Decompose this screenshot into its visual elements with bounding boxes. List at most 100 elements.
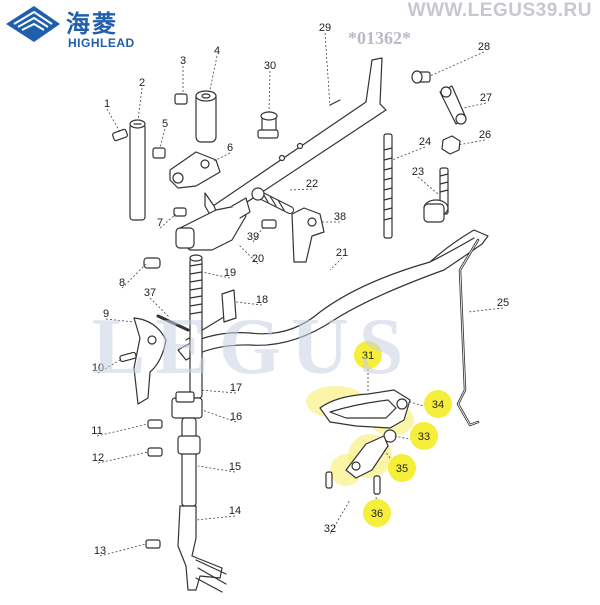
leader-line-9 xyxy=(105,318,135,323)
leader-line-24 xyxy=(391,146,426,161)
part-38-bracket xyxy=(291,207,325,263)
callout-highlight-36 xyxy=(363,499,391,527)
leader-line-30 xyxy=(268,70,271,113)
callout-highlight-31 xyxy=(354,341,382,369)
part-23-stud xyxy=(423,167,449,223)
leader-lines xyxy=(96,32,504,557)
callout-label-1: 1 xyxy=(104,98,110,110)
part-14-foot xyxy=(177,505,227,593)
callout-label-10: 10 xyxy=(92,362,104,374)
part-11-screw xyxy=(147,419,163,429)
callout-label-19: 19 xyxy=(224,267,236,279)
part-3-screw xyxy=(174,93,188,105)
callout-label-35: 35 xyxy=(396,463,408,475)
highlead-logo-icon xyxy=(6,6,60,42)
leader-line-4 xyxy=(209,55,218,91)
leader-line-2 xyxy=(137,87,143,121)
part-15-lower-shaft xyxy=(177,417,201,507)
part-36-screw xyxy=(373,475,381,495)
callout-label-12: 12 xyxy=(92,452,104,464)
part-24-stud xyxy=(383,133,393,239)
leader-line-14 xyxy=(195,515,236,521)
callout-label-25: 25 xyxy=(497,297,509,309)
callout-label-29: 29 xyxy=(319,22,331,34)
callout-label-16: 16 xyxy=(230,411,242,423)
part-18-small-bracket xyxy=(221,289,237,323)
part-39-screw xyxy=(261,219,277,229)
callout-label-32: 32 xyxy=(324,523,336,535)
leader-line-20 xyxy=(237,243,259,265)
callout-label-26: 26 xyxy=(479,129,491,141)
leader-line-39 xyxy=(252,225,265,243)
callout-label-4: 4 xyxy=(214,45,220,57)
callout-label-31: 31 xyxy=(362,350,374,362)
callout-label-3: 3 xyxy=(180,55,186,67)
leader-line-7 xyxy=(159,213,177,229)
part-12-screw xyxy=(147,447,163,457)
leader-line-25 xyxy=(467,307,504,313)
part-28-screw xyxy=(411,70,431,84)
callout-label-21: 21 xyxy=(336,247,348,259)
callout-label-20: 20 xyxy=(252,253,264,265)
callout-label-17: 17 xyxy=(230,382,242,394)
callout-highlight-33 xyxy=(410,422,438,450)
callout-label-8: 8 xyxy=(119,277,125,289)
part-35-link xyxy=(345,429,397,479)
leader-line-6 xyxy=(211,152,231,163)
leader-line-13 xyxy=(99,543,147,557)
callout-label-23: 23 xyxy=(412,166,424,178)
part-32-screw xyxy=(325,471,333,489)
callout-label-13: 13 xyxy=(94,545,106,557)
leader-line-19 xyxy=(201,271,231,279)
callout-label-33: 33 xyxy=(418,431,430,443)
leader-line-29 xyxy=(324,32,331,107)
leader-line-28 xyxy=(429,51,485,77)
leader-line-8 xyxy=(121,263,147,289)
callout-label-7: 7 xyxy=(157,217,163,229)
callout-label-27: 27 xyxy=(480,92,492,104)
part-29-lever-arm xyxy=(204,57,387,223)
part-9-lever-plate xyxy=(133,317,167,405)
callout-label-11: 11 xyxy=(91,425,102,437)
callout-highlight-35 xyxy=(388,454,416,482)
leader-line-26 xyxy=(457,139,486,146)
part-22-spring-screw xyxy=(251,187,294,214)
callout-label-34: 34 xyxy=(432,399,444,411)
callout-label-28: 28 xyxy=(478,41,490,53)
leader-line-10 xyxy=(97,359,121,374)
watermark-text: LEGUS xyxy=(92,303,414,391)
leader-line-37 xyxy=(149,297,171,319)
part-26-nut xyxy=(441,135,461,155)
part-31-bracket xyxy=(319,389,411,429)
callout-label-9: 9 xyxy=(103,308,109,320)
callout-highlight-34 xyxy=(424,390,452,418)
part-7-screw xyxy=(173,207,187,217)
callout-label-38: 38 xyxy=(334,211,346,223)
part-8-screw xyxy=(143,257,161,269)
part-code: *01362* xyxy=(348,28,411,48)
brand-name-en: HIGHLEAD xyxy=(68,36,135,50)
part-5-screw xyxy=(152,147,166,159)
leader-line-11 xyxy=(96,423,149,437)
callout-label-18: 18 xyxy=(256,294,268,306)
part-2-vertical-rod xyxy=(112,119,146,221)
callout-label-39: 39 xyxy=(247,231,259,243)
callout-label-37: 37 xyxy=(144,287,156,299)
brand-name-cn: 海菱 xyxy=(66,10,118,38)
leader-line-12 xyxy=(97,451,149,464)
part-27-link xyxy=(439,85,467,125)
leader-line-32 xyxy=(329,499,351,535)
leader-line-18 xyxy=(235,301,263,306)
callout-label-5: 5 xyxy=(162,118,168,130)
callout-label-15: 15 xyxy=(229,461,241,473)
leader-line-5 xyxy=(159,128,166,149)
part-25-rod xyxy=(456,238,480,427)
part-13-screw xyxy=(145,539,161,549)
part-4-sleeve xyxy=(195,90,217,143)
callout-label-30: 30 xyxy=(264,60,276,72)
callout-label-14: 14 xyxy=(229,505,241,517)
callout-label-22: 22 xyxy=(306,178,318,190)
